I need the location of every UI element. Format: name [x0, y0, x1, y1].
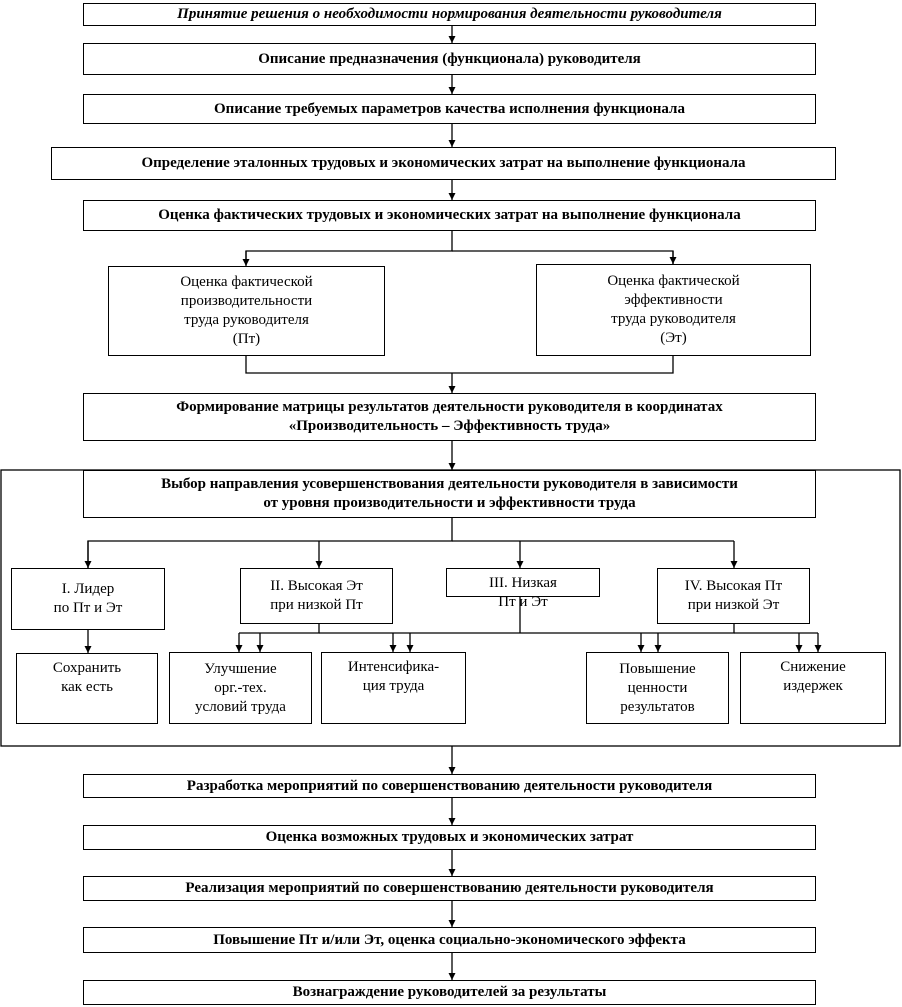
step-matrix: Формирование матрицы результатов деятель…	[83, 393, 816, 441]
step-decision-label: Принятие решения о необходимости нормиро…	[177, 6, 722, 22]
quadrant-1: I. Лидер по Пт и Эт	[11, 568, 165, 630]
action-keep: Сохранить как есть	[16, 653, 158, 724]
efficiency-label: Оценка фактической эффективности труда р…	[607, 273, 740, 346]
step-actual-costs-label: Оценка фактических трудовых и экономичес…	[158, 207, 741, 223]
action-value-label: Повышение ценности результатов	[619, 660, 696, 715]
line-actual-split	[245, 231, 453, 265]
step-implement-label: Реализация мероприятий по совершенствова…	[185, 880, 714, 896]
action-costs: Снижение издержек	[740, 652, 886, 724]
action-intensify: Интенсифика- ция труда	[321, 652, 466, 724]
line-quadrant-bus	[87, 518, 453, 568]
step-assess-possible-label: Оценка возможных трудовых и экономически…	[265, 829, 634, 845]
step-direction-label: Выбор направления усовершенствования дея…	[161, 476, 738, 511]
step-actual-costs: Оценка фактических трудовых и экономичес…	[83, 200, 816, 231]
step-quality-label: Описание требуемых параметров качества и…	[214, 100, 685, 117]
action-costs-label: Снижение издержек	[780, 659, 846, 694]
quadrant-1-label: I. Лидер по Пт и Эт	[53, 581, 123, 616]
step-standard-costs: Определение эталонных трудовых и экономи…	[51, 147, 836, 180]
step-matrix-label: Формирование матрицы результатов деятель…	[176, 399, 723, 434]
quadrant-3-label: III. Низкая Пт и Эт	[489, 575, 557, 610]
step-increase-label: Повышение Пт и/или Эт, оценка социально-…	[213, 931, 686, 948]
line-q2-bus	[239, 624, 320, 634]
productivity-box: Оценка фактической производительности тр…	[108, 266, 385, 356]
step-develop: Разработка мероприятий по совершенствова…	[83, 774, 816, 798]
quadrant-4: IV. Высокая Пт при низкой Эт	[657, 568, 810, 624]
quadrant-2: II. Высокая Эт при низкой Пт	[240, 568, 393, 624]
efficiency-box: Оценка фактической эффективности труда р…	[536, 264, 811, 356]
step-direction: Выбор направления усовершенствования дея…	[83, 470, 816, 518]
step-reward: Вознаграждение руководителей за результа…	[83, 980, 816, 1005]
step-quality: Описание требуемых параметров качества и…	[83, 94, 816, 124]
action-improve-label: Улучшение орг.-тех. условий труда	[195, 660, 286, 715]
action-value: Повышение ценности результатов	[586, 652, 729, 724]
step-develop-label: Разработка мероприятий по совершенствова…	[186, 777, 713, 794]
step-implement: Реализация мероприятий по совершенствова…	[83, 876, 816, 901]
line-actual-split-right	[452, 250, 674, 264]
step-assess-possible: Оценка возможных трудовых и экономически…	[83, 825, 816, 850]
action-improve: Улучшение орг.-тех. условий труда	[169, 652, 312, 724]
step-decision: Принятие решения о необходимости нормиро…	[83, 3, 816, 26]
step-purpose-label: Описание предназначения (функционала) ру…	[258, 50, 641, 67]
line-merge	[245, 356, 674, 374]
step-standard-costs-label: Определение эталонных трудовых и экономи…	[141, 155, 746, 171]
action-intensify-label: Интенсифика- ция труда	[347, 659, 440, 694]
step-purpose: Описание предназначения (функционала) ру…	[83, 43, 816, 75]
step-increase: Повышение Пт и/или Эт, оценка социально-…	[83, 927, 816, 953]
quadrant-2-label: II. Высокая Эт при низкой Пт	[270, 578, 363, 613]
step-reward-label: Вознаграждение руководителей за результа…	[292, 984, 607, 1000]
action-keep-label: Сохранить как есть	[52, 660, 122, 695]
quadrant-4-label: IV. Высокая Пт при низкой Эт	[684, 578, 783, 613]
line-q4-bus	[641, 624, 735, 634]
productivity-label: Оценка фактической производительности тр…	[180, 274, 313, 347]
quadrant-3: III. Низкая Пт и Эт	[446, 568, 600, 610]
